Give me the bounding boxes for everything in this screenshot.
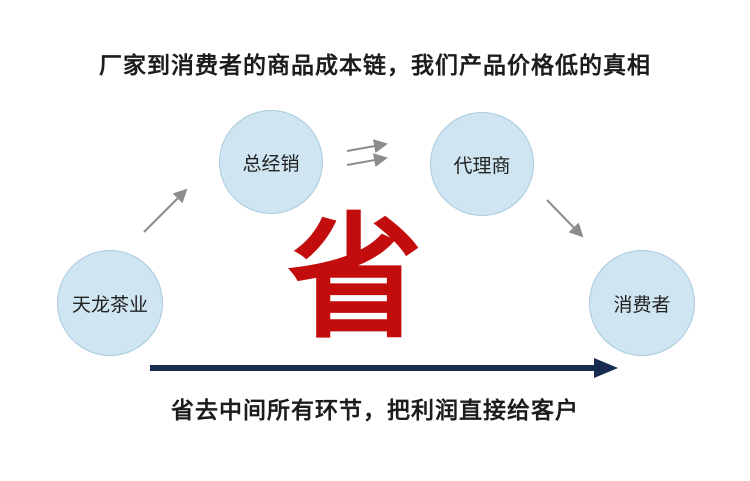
bottom-caption: 省去中间所有环节，把利润直接给客户 xyxy=(171,398,579,424)
node-general-distributor: 总经销 xyxy=(219,110,323,214)
node-consumer-label: 消费者 xyxy=(613,293,671,316)
node-agent-label: 代理商 xyxy=(453,154,511,177)
save-character: 省 xyxy=(287,200,423,357)
node-tianlong-tea: 天龙茶业 xyxy=(57,250,163,356)
node-consumer: 消费者 xyxy=(589,250,695,356)
arrow-up-right-icon xyxy=(143,188,188,233)
node-general-distributor-label: 总经销 xyxy=(242,152,300,175)
node-agent: 代理商 xyxy=(430,112,534,216)
direct-flow-arrow xyxy=(150,358,618,378)
diagram-title: 厂家到消费者的商品成本链，我们产品价格低的真相 xyxy=(99,53,651,79)
node-tianlong-label: 天龙茶业 xyxy=(71,293,148,316)
double-arrow-right-icon xyxy=(346,139,388,168)
arrow-down-right-icon xyxy=(546,199,584,238)
